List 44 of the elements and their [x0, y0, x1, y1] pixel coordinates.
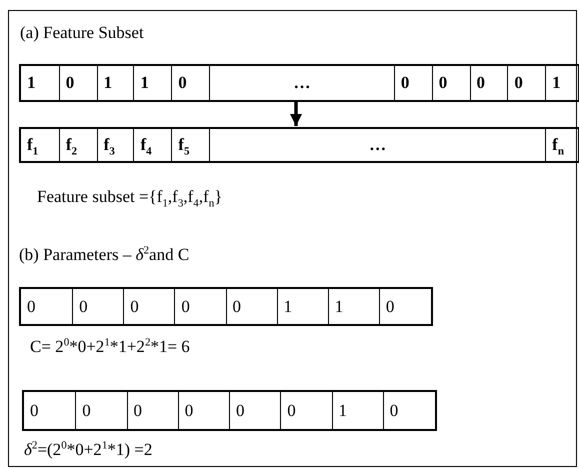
table-cell: 0 — [126, 392, 178, 429]
table-cell: 1 — [328, 289, 379, 324]
bit-string-row — [22, 390, 437, 431]
table-cell: f$_{2}$ — [58, 129, 97, 161]
table-cell: f$_{n}$ — [545, 129, 578, 161]
table-cell: f$_{5}$ — [171, 129, 210, 161]
table-cell: 0 — [171, 66, 210, 100]
table-cell: 0 — [470, 66, 508, 100]
table-cell: … — [209, 129, 546, 161]
table-cell: … — [209, 66, 394, 100]
table-cell: 0 — [432, 66, 470, 100]
table-cell: 0 — [58, 66, 97, 100]
table-cell-text: 0 — [26, 296, 36, 318]
bit-string-row — [19, 64, 579, 102]
table-cell: 1 — [133, 66, 172, 100]
table-cell: 0 — [507, 66, 546, 100]
table-cell: 0 — [382, 392, 434, 429]
formula-text: C= 2$^{0}$*0+2$^{1}$*1+2$^{2}$*1= 6 — [30, 338, 190, 355]
table-cell: 0 — [75, 392, 126, 429]
table-cell: 0 — [178, 392, 229, 429]
table-cell: 1 — [332, 392, 383, 429]
table-cell: 0 — [226, 289, 277, 324]
table-cell-text: 0 — [29, 400, 40, 422]
table-cell: 0 — [394, 66, 432, 100]
table-cell: 0 — [174, 289, 226, 324]
formula-text: Feature subset ={f$_{1}$,f$_{3}$,f$_{4}$,f$_{n}$} — [37, 188, 222, 205]
bit-string-row — [19, 287, 433, 326]
table-cell: 0 — [123, 289, 174, 324]
table-cell-text: f$_{1}$ — [26, 134, 40, 160]
feature-row — [19, 127, 579, 163]
table-cell: 0 — [280, 392, 332, 429]
arrow — [290, 101, 302, 126]
table-cell: 0 — [229, 392, 280, 429]
table-cell: 1 — [96, 66, 134, 100]
table-cell: 1 — [276, 289, 328, 324]
table-cell: f$_{4}$ — [133, 129, 172, 161]
table-cell: 0 — [378, 289, 430, 324]
frame-border — [8, 10, 577, 467]
section-heading: (b) Parameters – δ$^{2}$and C — [19, 246, 190, 263]
table-cell: 0 — [72, 289, 124, 324]
table-cell-text: 1 — [26, 72, 36, 94]
table-cell: 1 — [545, 66, 578, 100]
table-cell: f$_{3}$ — [96, 129, 134, 161]
section-heading: (a) Feature Subset — [20, 24, 144, 41]
